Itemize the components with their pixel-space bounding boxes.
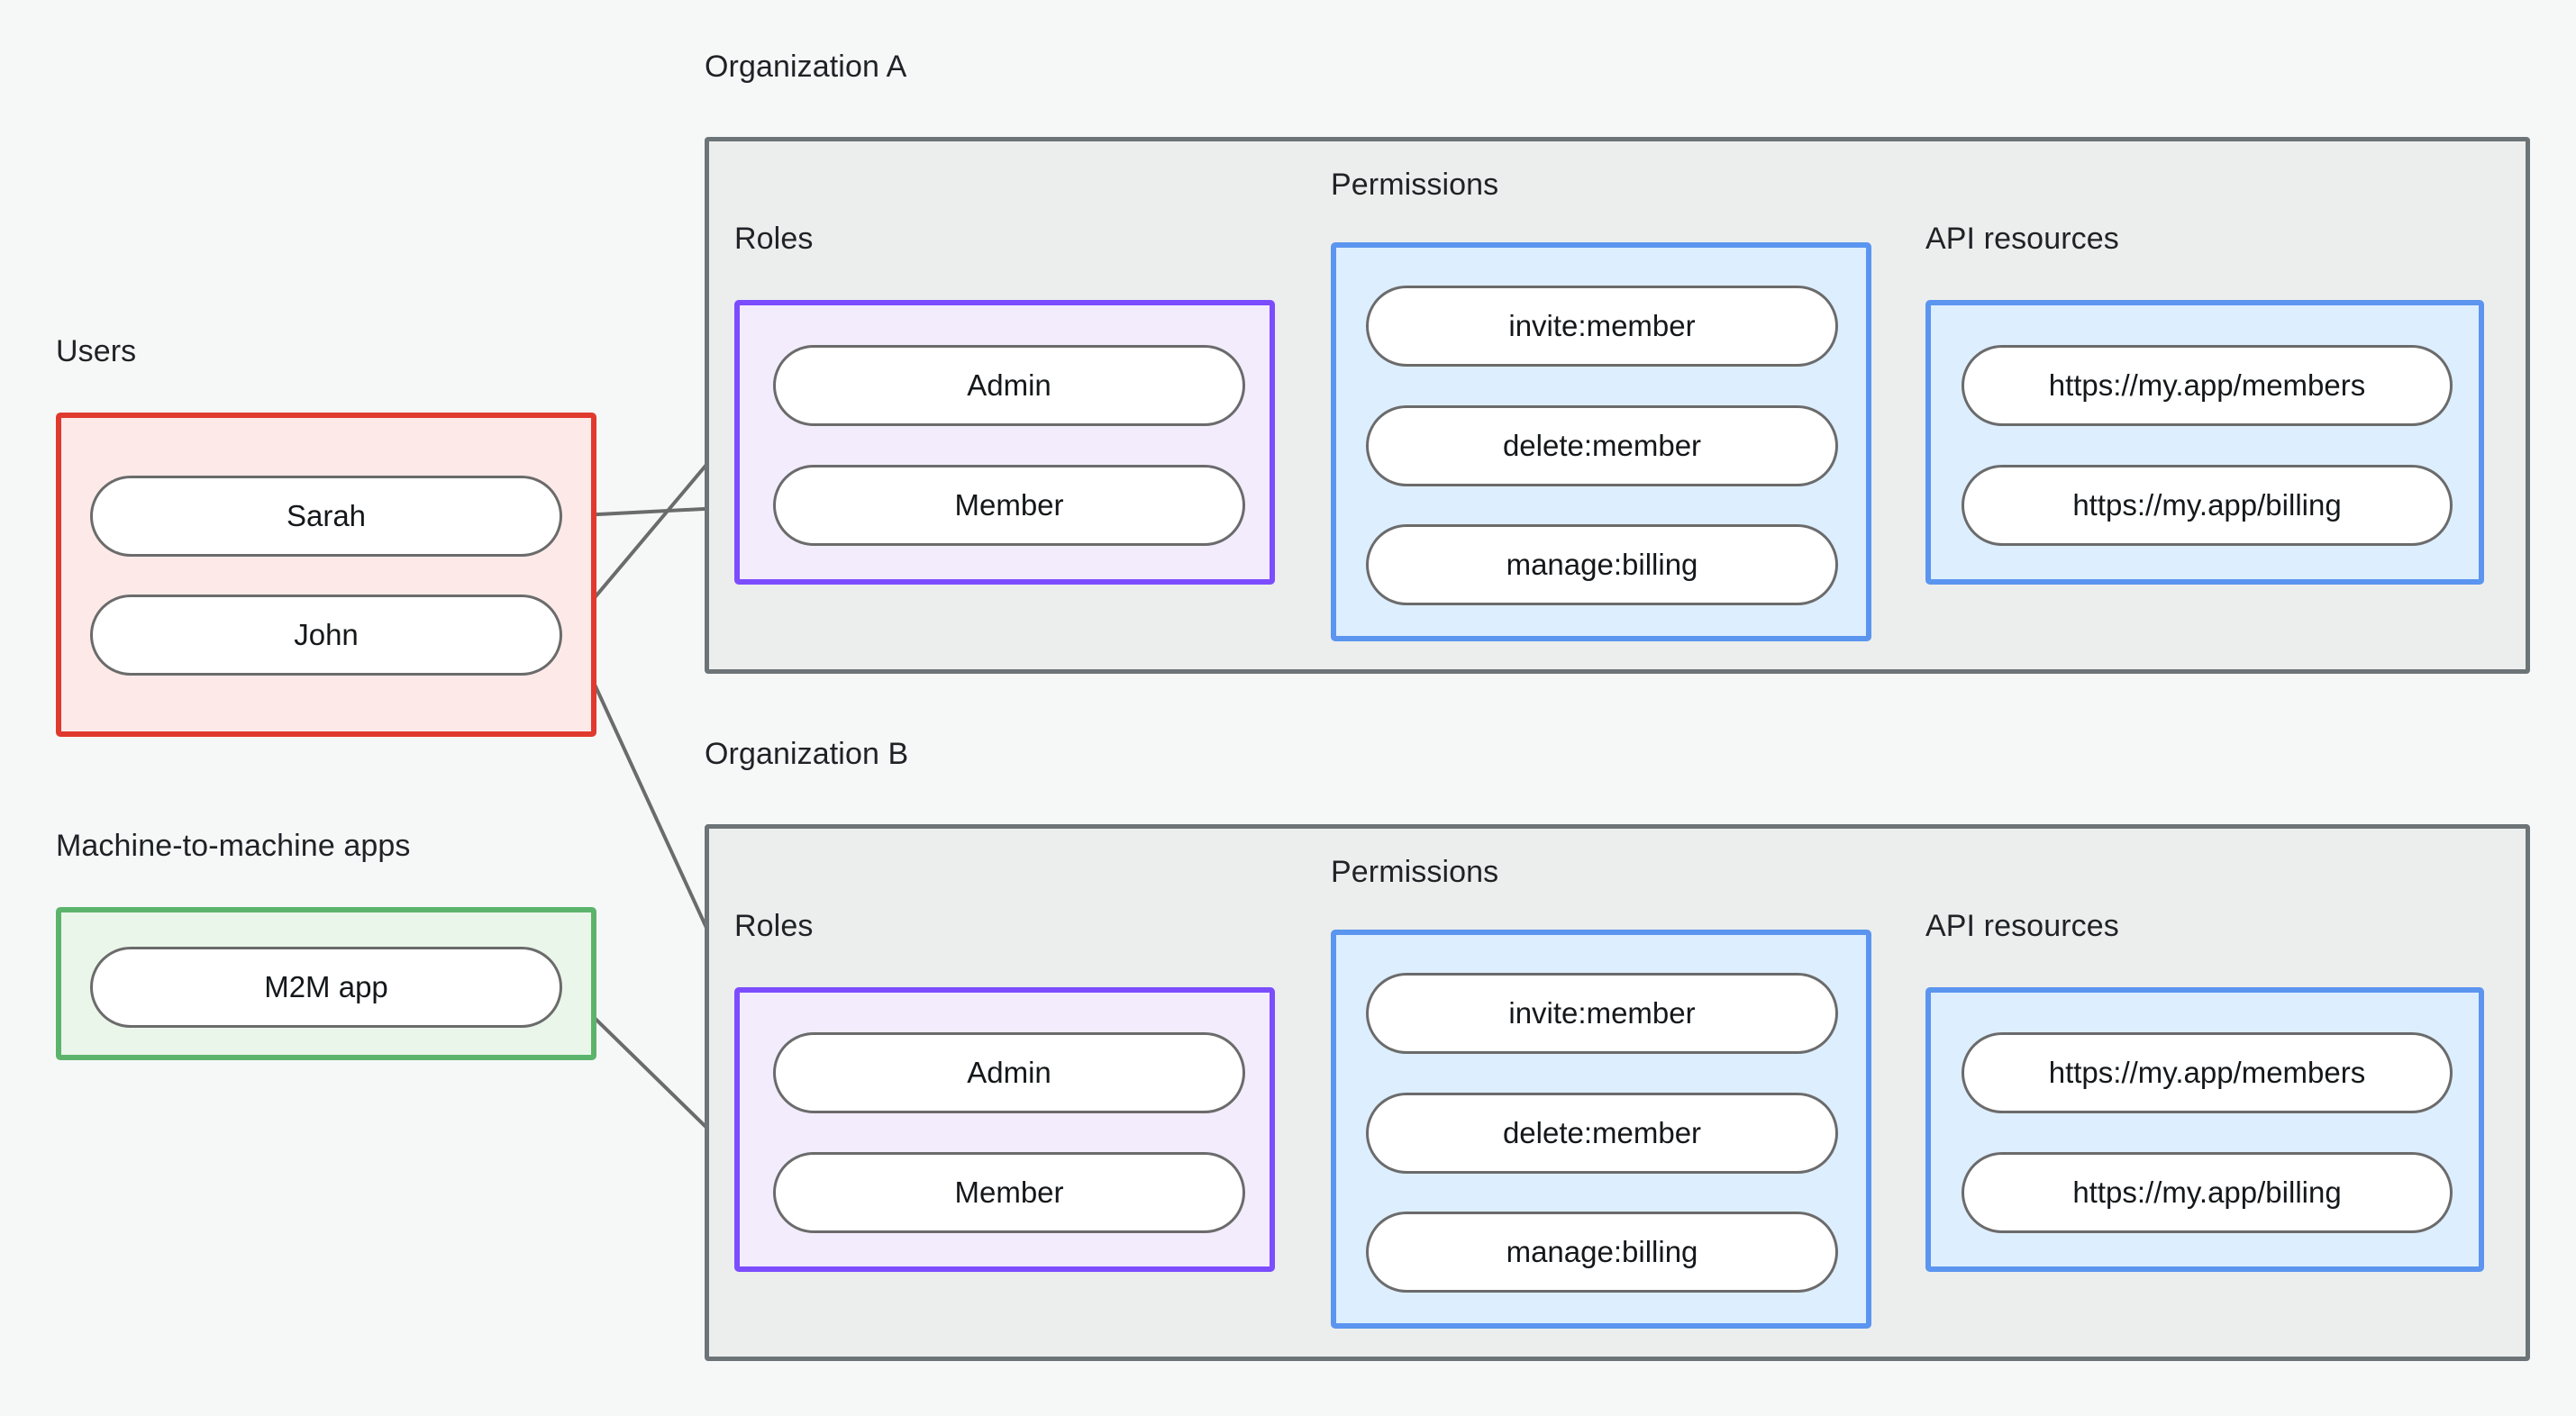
organization-a-label: Organization A	[705, 50, 907, 84]
roles-b-label: Roles	[734, 909, 814, 943]
role-a-node-admin[interactable]: Admin	[773, 345, 1245, 426]
api-b-node-billing[interactable]: https://my.app/billing	[1962, 1152, 2453, 1233]
organization-b-label: Organization B	[705, 737, 909, 771]
permission-a-node-invite-member[interactable]: invite:member	[1366, 286, 1838, 367]
permission-b-node-invite-member[interactable]: invite:member	[1366, 973, 1838, 1054]
m2m-node-app[interactable]: M2M app	[90, 947, 562, 1028]
api-resources-b-label: API resources	[1925, 909, 2119, 943]
permission-a-node-delete-member[interactable]: delete:member	[1366, 405, 1838, 486]
role-a-node-member[interactable]: Member	[773, 465, 1245, 546]
permission-a-node-manage-billing[interactable]: manage:billing	[1366, 524, 1838, 605]
permissions-b-label: Permissions	[1331, 855, 1499, 889]
m2m-group-label: Machine-to-machine apps	[56, 829, 411, 863]
user-node-john[interactable]: John	[90, 595, 562, 676]
api-b-node-members[interactable]: https://my.app/members	[1962, 1032, 2453, 1113]
api-a-node-billing[interactable]: https://my.app/billing	[1962, 465, 2453, 546]
api-a-node-members[interactable]: https://my.app/members	[1962, 345, 2453, 426]
user-node-sarah[interactable]: Sarah	[90, 476, 562, 557]
api-resources-a-label: API resources	[1925, 222, 2119, 256]
role-b-node-admin[interactable]: Admin	[773, 1032, 1245, 1113]
permission-b-node-manage-billing[interactable]: manage:billing	[1366, 1212, 1838, 1293]
permission-b-node-delete-member[interactable]: delete:member	[1366, 1093, 1838, 1174]
users-container	[56, 413, 596, 737]
role-b-node-member[interactable]: Member	[773, 1152, 1245, 1233]
permissions-a-label: Permissions	[1331, 168, 1499, 202]
roles-a-label: Roles	[734, 222, 814, 256]
users-group-label: Users	[56, 334, 137, 368]
